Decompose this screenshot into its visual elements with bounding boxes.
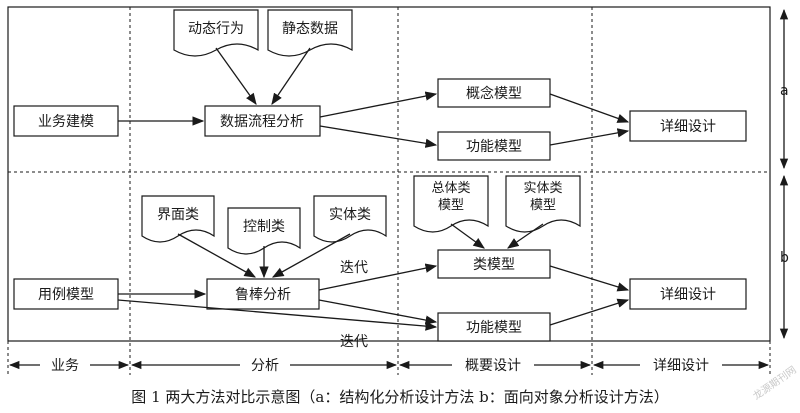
box-class-model-label: 类模型 bbox=[473, 257, 515, 273]
arrow-robust-to-class bbox=[318, 263, 438, 291]
doc-dynamic-behavior-label: 动态行为 bbox=[188, 21, 244, 37]
arrow-overall-to-class bbox=[450, 223, 485, 249]
phase-label-bg-2 bbox=[240, 356, 290, 374]
phase-label-detail-design: 详细设计 bbox=[653, 358, 709, 374]
phase-label-analysis: 分析 bbox=[251, 358, 279, 374]
doc-static-data-label: 静态数据 bbox=[282, 21, 338, 37]
arrow-entity-to-robust bbox=[271, 233, 351, 278]
box-data-flow-analysis-label: 数据流程分析 bbox=[220, 114, 304, 130]
watermark: 龙源期刊网 bbox=[750, 363, 798, 402]
iteration-label-lower: 迭代 bbox=[340, 334, 368, 350]
doc-entity-class-model-label-2: 模型 bbox=[530, 198, 556, 213]
doc-interface-class-label: 界面类 bbox=[157, 207, 199, 223]
doc-overall-class-model bbox=[413, 175, 489, 233]
box-use-case-model-label: 用例模型 bbox=[38, 287, 94, 303]
arrow-concept-to-detail bbox=[549, 93, 630, 123]
doc-overall-class-model-label-1: 总体类 bbox=[431, 181, 470, 196]
arrow-function-to-detail bbox=[549, 128, 630, 146]
phase-label-bg-1 bbox=[40, 356, 90, 374]
arrow-robust-to-function bbox=[318, 299, 438, 325]
doc-interface-class bbox=[141, 195, 215, 243]
doc-overall-class-model-label-2: 模型 bbox=[438, 198, 464, 213]
arrow-dynamic-to-dataflow bbox=[215, 47, 257, 105]
box-class-model bbox=[437, 249, 551, 279]
phase-label-bg-3 bbox=[452, 356, 534, 374]
arrow-interface-to-robust bbox=[177, 233, 257, 278]
iteration-label-upper: 迭代 bbox=[340, 260, 368, 276]
box-business-modeling bbox=[13, 105, 119, 137]
box-concept-model-label: 概念模型 bbox=[466, 85, 522, 102]
arrow-dataflow-to-concept bbox=[319, 91, 438, 118]
section-a-label: a bbox=[780, 83, 789, 99]
box-detail-design-bottom-label: 详细设计 bbox=[660, 287, 716, 303]
box-concept-model bbox=[437, 78, 551, 108]
arrow-usecase-to-function bbox=[117, 299, 438, 331]
box-detail-design-top-label: 详细设计 bbox=[660, 119, 716, 135]
doc-entity-class bbox=[313, 195, 387, 243]
box-detail-design-top bbox=[629, 110, 747, 142]
box-detail-design-bottom bbox=[629, 278, 747, 310]
arrow-entitymodel-to-class bbox=[507, 223, 544, 249]
arrow-dataflow-to-function bbox=[319, 125, 438, 148]
doc-entity-class-model-label-1: 实体类 bbox=[523, 181, 562, 196]
doc-control-class-label: 控制类 bbox=[243, 219, 285, 235]
box-business-modeling-label: 业务建模 bbox=[38, 114, 94, 130]
box-data-flow-analysis bbox=[204, 105, 321, 137]
doc-static-data bbox=[267, 9, 353, 57]
arrow-function-to-detail-bottom bbox=[549, 298, 630, 326]
arrow-class-to-detail bbox=[549, 265, 630, 292]
doc-entity-class-model bbox=[505, 175, 581, 233]
arrow-static-to-dataflow bbox=[271, 47, 311, 105]
section-b-label: b bbox=[780, 250, 789, 266]
doc-dynamic-behavior bbox=[173, 9, 259, 57]
box-robustness-analysis-label: 鲁棒分析 bbox=[235, 287, 291, 303]
phase-label-bg-4 bbox=[640, 356, 722, 374]
box-function-model-top-label: 功能模型 bbox=[466, 139, 522, 155]
figure-caption: 图 1 两大方法对比示意图（a：结构化分析设计方法 b：面向对象分析设计方法） bbox=[131, 388, 668, 406]
box-robustness-analysis bbox=[206, 278, 320, 310]
diagram-frame bbox=[7, 6, 771, 342]
phase-label-outline-design: 概要设计 bbox=[465, 358, 521, 374]
box-use-case-model bbox=[13, 278, 119, 310]
box-function-model-bottom-label: 功能模型 bbox=[466, 320, 522, 336]
box-function-model-bottom bbox=[437, 312, 551, 342]
phase-label-business: 业务 bbox=[51, 358, 79, 374]
doc-entity-class-label: 实体类 bbox=[329, 207, 371, 223]
box-function-model-top bbox=[437, 131, 551, 161]
